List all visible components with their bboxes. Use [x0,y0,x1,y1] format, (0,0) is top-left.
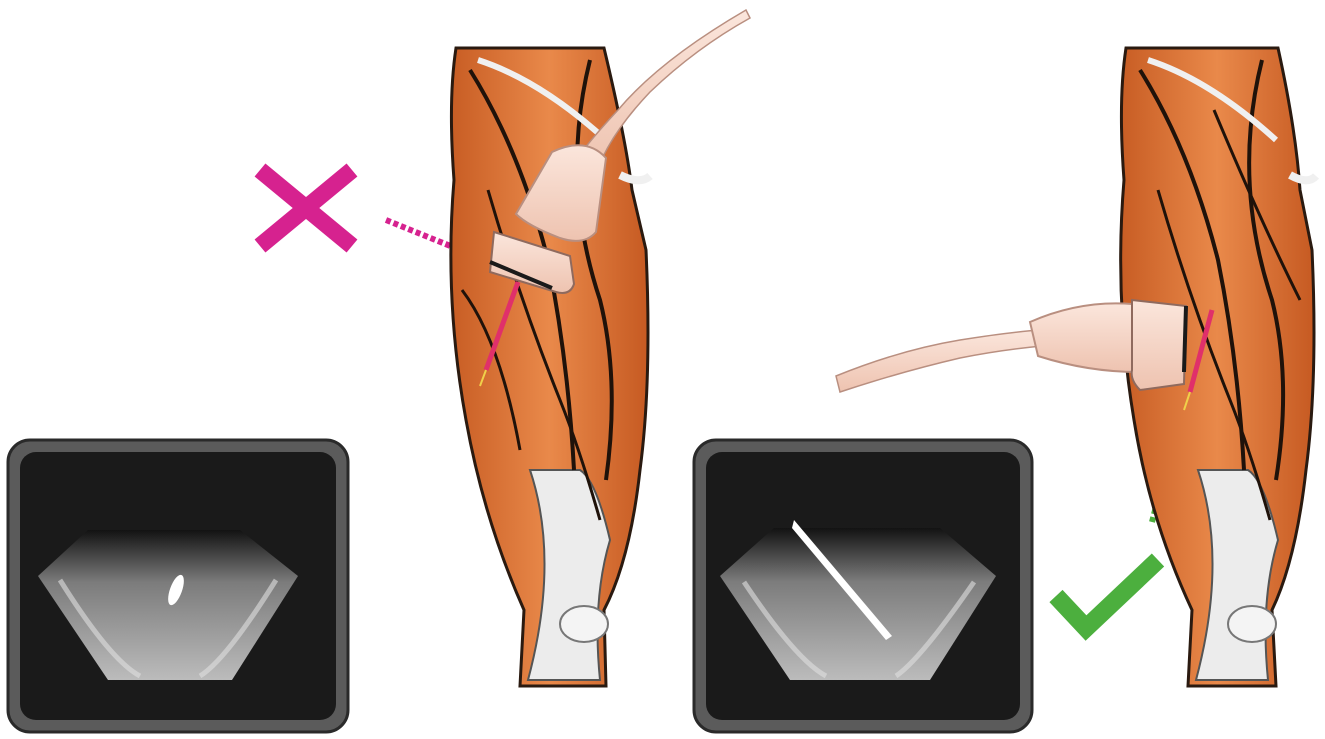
thigh-anatomy-incorrect [451,48,650,686]
probe-cable [836,330,1042,392]
ultrasound-probe-correct [836,300,1186,392]
check-icon [1056,560,1158,628]
probe-head [1132,300,1186,390]
cross-icon [260,170,352,246]
probe-handle [1030,303,1138,372]
probe-footprint [1184,306,1186,372]
patella [1228,606,1276,642]
ultrasound-screen-correct [694,440,1032,732]
ultrasound-screen-incorrect [8,440,348,732]
patella [560,606,608,642]
